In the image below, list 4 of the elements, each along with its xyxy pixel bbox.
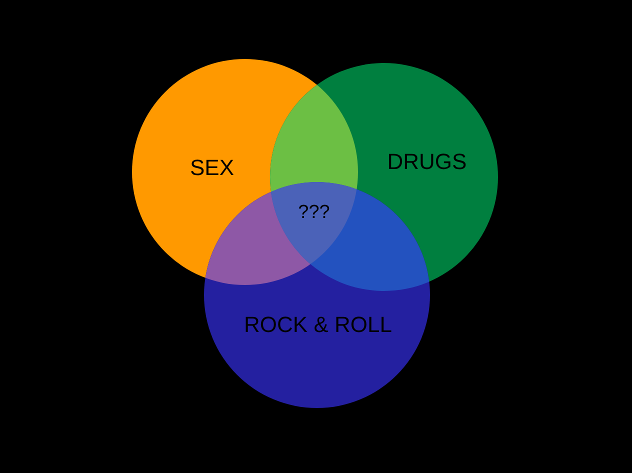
set-label: DRUGS <box>387 149 467 175</box>
set-label: ROCK & ROLL <box>244 312 392 338</box>
set-label: SEX <box>190 155 234 181</box>
intersection-label: ??? <box>298 202 330 224</box>
